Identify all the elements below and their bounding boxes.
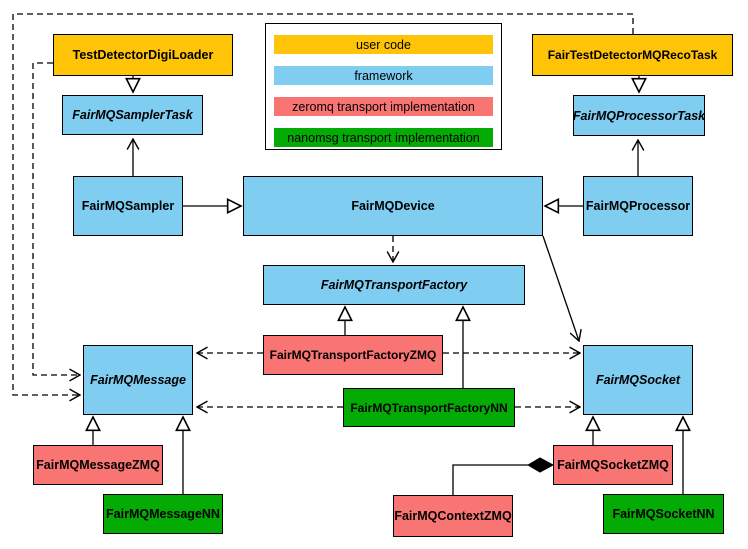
class-box-fairmqtransportfactory: FairMQTransportFactory — [263, 265, 525, 305]
class-box-fairmqmessage: FairMQMessage — [83, 345, 193, 415]
legend-item-zeromq: zeromq transport implementation — [274, 97, 493, 116]
legend-box: user code framework zeromq transport imp… — [265, 23, 502, 150]
composition-socketzmq-contextzmq-line — [452, 464, 528, 495]
legend-item-user-code: user code — [274, 35, 493, 54]
class-box-fairmqmessagezmq: FairMQMessageZMQ — [33, 445, 163, 485]
class-box-fairmqcontextzmq: FairMQContextZMQ — [393, 495, 513, 537]
dependency-recotask-to-message — [12, 13, 634, 395]
legend-item-nanomsg: nanomsg transport implementation — [274, 128, 493, 147]
class-box-fairmqtransportfactoryzmq: FairMQTransportFactoryZMQ — [263, 335, 443, 375]
dependency-digiloader-to-message — [32, 62, 80, 375]
class-box-fairmqsamplertask: FairMQSamplerTask — [62, 95, 203, 135]
class-box-fairmqprocessortask: FairMQProcessorTask — [573, 95, 705, 136]
composition-diamond — [527, 457, 555, 473]
class-box-fairmqmessagenn: FairMQMessageNN — [103, 494, 223, 534]
class-box-fairtestdetectormqrecotask: FairTestDetectorMQRecoTask — [532, 34, 733, 76]
class-box-fairmqsampler: FairMQSampler — [73, 176, 183, 236]
class-box-fairmqsocket: FairMQSocket — [583, 345, 693, 415]
class-box-fairmqsocketnn: FairMQSocketNN — [603, 494, 724, 534]
association-device-to-socket — [542, 235, 579, 341]
class-box-fairmqprocessor: FairMQProcessor — [583, 176, 693, 236]
class-box-fairmqsocketzmq: FairMQSocketZMQ — [553, 445, 673, 485]
legend-item-framework: framework — [274, 66, 493, 85]
class-box-testdetectordigiloader: TestDetectorDigiLoader — [53, 34, 233, 76]
class-box-fairmqdevice: FairMQDevice — [243, 176, 543, 236]
class-box-fairmqtransportfactorynn: FairMQTransportFactoryNN — [343, 388, 515, 427]
